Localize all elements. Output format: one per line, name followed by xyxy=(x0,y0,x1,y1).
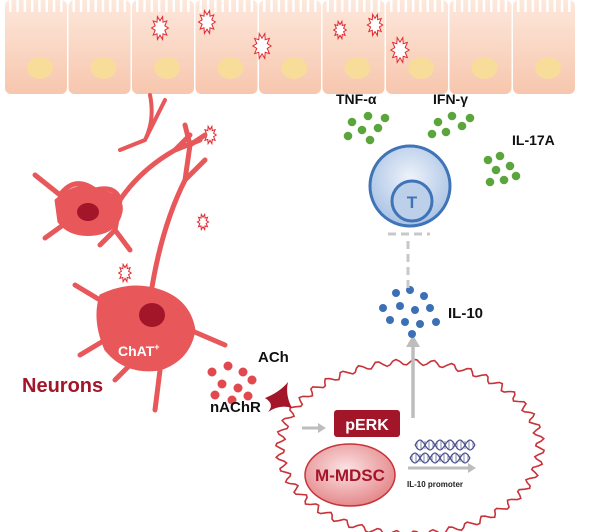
il10-molecule xyxy=(386,316,394,324)
epithelial-nucleus xyxy=(344,57,371,79)
cytokine-molecule xyxy=(491,165,501,175)
epithelial-cell xyxy=(449,0,512,94)
mmdsc-cell xyxy=(304,443,396,507)
cytokine-molecule xyxy=(380,113,390,123)
epithelial-cell xyxy=(132,0,194,94)
nachr-receptor-icon xyxy=(265,382,292,412)
neuron-small xyxy=(32,93,203,253)
damage-burst-icon xyxy=(197,9,217,35)
arrow-head xyxy=(406,335,420,347)
cytokine-molecule xyxy=(373,123,383,133)
cytokine-molecule xyxy=(441,127,451,137)
cytokine-molecule xyxy=(495,151,505,161)
cytokine-molecule xyxy=(457,121,467,131)
cytokine-molecule xyxy=(433,117,443,127)
ach-molecule xyxy=(227,395,237,405)
cytokine-molecule xyxy=(347,117,357,127)
t-cell-nucleus xyxy=(390,179,434,223)
ifn-label: IFN-γ xyxy=(433,91,468,107)
cytokine-molecule xyxy=(511,171,521,181)
promoter-label: IL-10 promoter xyxy=(407,480,463,489)
epithelial-cell xyxy=(513,0,575,94)
ach-label: ACh xyxy=(258,349,289,366)
ach-molecule xyxy=(217,379,227,389)
ach-molecule xyxy=(243,391,253,401)
damage-burst-icon xyxy=(117,262,133,284)
arrow-head xyxy=(468,463,476,473)
dna-helix-icon xyxy=(409,439,476,464)
il10-molecules xyxy=(379,286,440,338)
ach-molecule xyxy=(238,367,248,377)
arrow-head xyxy=(318,423,326,433)
epithelial-nucleus xyxy=(471,57,498,79)
cytokine-molecule xyxy=(483,155,493,165)
perk-box xyxy=(334,410,400,437)
cytokine-molecule xyxy=(357,125,367,135)
damage-burst-icon xyxy=(332,19,348,41)
il10-molecule xyxy=(432,318,440,326)
ach-molecule xyxy=(233,383,243,393)
proinflammatory-cytokines xyxy=(343,111,521,187)
il10-label: IL-10 xyxy=(448,305,483,322)
il17a-label: IL-17A xyxy=(512,132,555,148)
tnf-label: TNF-α xyxy=(336,91,377,107)
neurons-label: Neurons xyxy=(22,375,103,397)
epithelial-cell xyxy=(68,0,131,94)
epithelial-nucleus xyxy=(27,57,53,79)
epithelial-cell xyxy=(322,0,385,94)
ach-molecule xyxy=(247,375,257,385)
epithelial-nucleus xyxy=(281,57,307,79)
damage-burst-icon xyxy=(251,31,273,61)
damage-burst-icon xyxy=(389,35,411,65)
cytokine-molecule xyxy=(427,129,437,139)
cytokine-molecule xyxy=(447,111,457,121)
cytokine-molecule xyxy=(363,111,373,121)
epithelial-nucleus xyxy=(535,57,561,79)
il10-molecule xyxy=(396,302,404,310)
mdsc-membrane xyxy=(274,358,546,532)
epithelial-nucleus xyxy=(154,57,180,79)
il10-molecule xyxy=(392,289,400,297)
damage-burst-icon xyxy=(366,12,384,38)
il10-molecule xyxy=(420,292,428,300)
perk-label: pERK xyxy=(345,417,389,434)
damage-bursts xyxy=(117,9,411,284)
cytokine-molecule xyxy=(343,131,353,141)
il10-molecule xyxy=(411,306,419,314)
epithelial-nucleus xyxy=(217,57,244,79)
cytokine-molecule xyxy=(465,113,475,123)
cytokine-molecule xyxy=(365,135,375,145)
cytokine-molecule xyxy=(485,177,495,187)
il10-molecule xyxy=(408,330,416,338)
damage-burst-icon xyxy=(150,15,170,41)
ach-molecule xyxy=(207,367,217,377)
il10-molecule xyxy=(401,318,409,326)
il10-molecule xyxy=(379,304,387,312)
cytokine-molecule xyxy=(499,175,509,185)
neuron-chat xyxy=(72,122,228,413)
t-cell-label: T xyxy=(407,193,418,212)
epithelium-layer xyxy=(5,0,575,94)
epithelial-nucleus xyxy=(408,57,434,79)
epithelial-cell xyxy=(386,0,448,94)
damage-burst-icon xyxy=(196,212,210,232)
ach-molecules xyxy=(207,361,257,405)
cytokine-molecule xyxy=(505,161,515,171)
ach-molecule xyxy=(223,361,233,371)
epithelial-nucleus xyxy=(90,57,117,79)
il10-molecule xyxy=(426,304,434,312)
il10-molecule xyxy=(416,320,424,328)
chat-label: ChAT+ xyxy=(118,342,160,359)
ach-molecule xyxy=(210,390,220,400)
epithelial-cell xyxy=(5,0,67,94)
mmdsc-label: M-MDSC xyxy=(315,466,385,485)
nachr-label: nAChR xyxy=(210,399,261,416)
epithelial-cell xyxy=(259,0,321,94)
